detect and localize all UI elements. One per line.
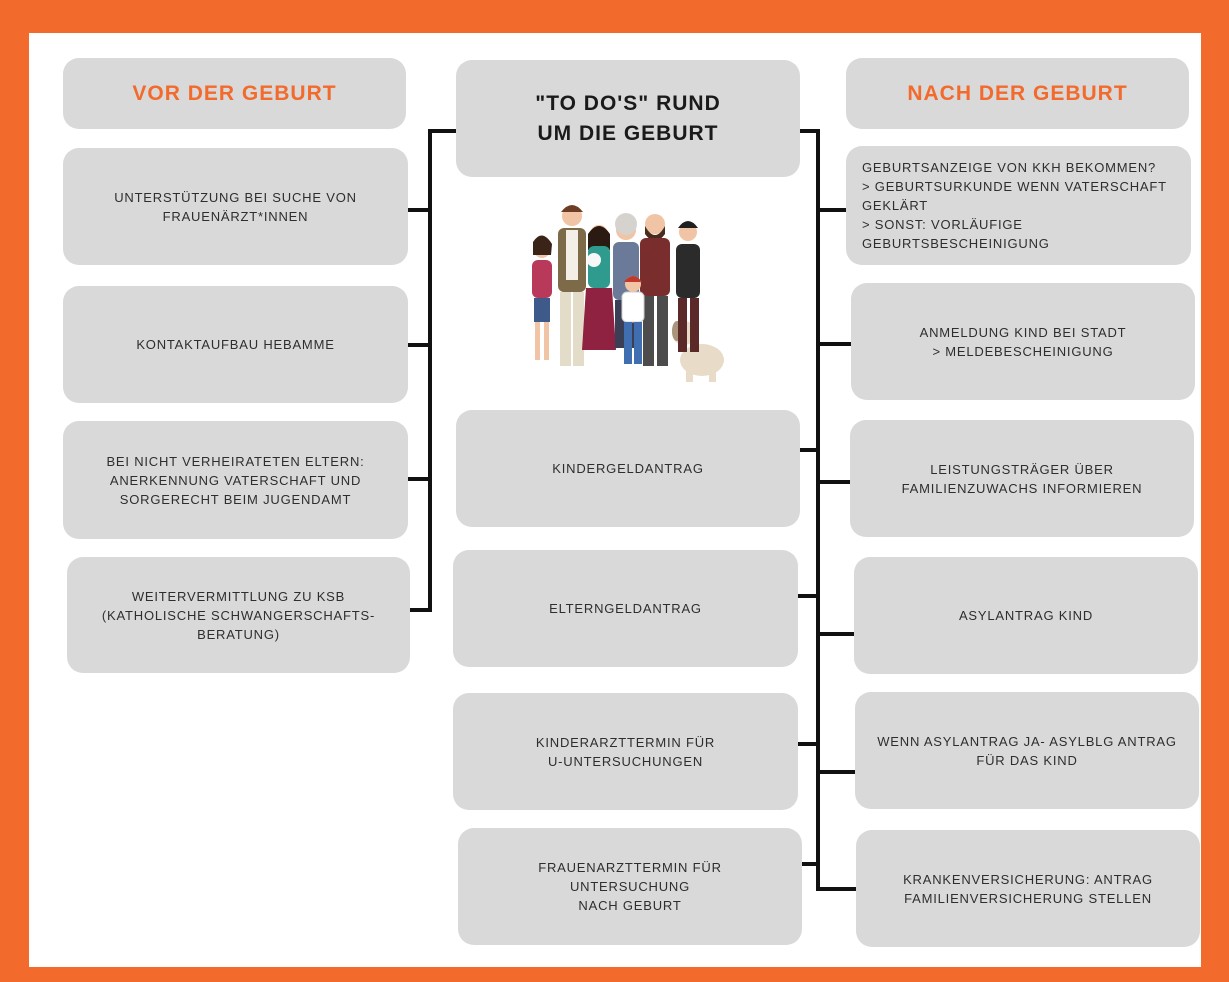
right-item-anmeldung: ANMELDUNG KIND BEI STADT > MELDEBESCHEIN… bbox=[851, 283, 1195, 400]
person-icon bbox=[582, 225, 616, 350]
center-item-frauenarzt-termin: FRAUENARZTTERMIN FÜR UNTERSUCHUNG NACH G… bbox=[458, 828, 802, 945]
left-item-hebamme: KONTAKTAUFBAU HEBAMME bbox=[63, 286, 408, 403]
connector-line bbox=[408, 477, 430, 481]
family-illustration bbox=[532, 205, 724, 382]
connector-line bbox=[816, 208, 848, 212]
connector-line bbox=[428, 129, 432, 612]
connector-line bbox=[799, 129, 820, 133]
person-icon bbox=[676, 221, 700, 352]
center-title: "TO DO'S" RUND UM DIE GEBURT bbox=[456, 60, 800, 177]
header-nach-der-geburt: NACH DER GEBURT bbox=[846, 58, 1189, 129]
person-icon bbox=[640, 214, 670, 366]
person-icon bbox=[532, 235, 552, 360]
connector-line bbox=[799, 448, 818, 452]
connector-line bbox=[797, 742, 818, 746]
center-item-elterngeld: ELTERNGELDANTRAG bbox=[453, 550, 798, 667]
person-icon bbox=[558, 205, 586, 366]
connector-line bbox=[797, 594, 818, 598]
right-item-leistungstraeger: LEISTUNGSTRÄGER ÜBER FAMILIENZUWACHS INF… bbox=[850, 420, 1194, 537]
right-item-geburtsanzeige: GEBURTSANZEIGE VON KKH BEKOMMEN? > GEBUR… bbox=[846, 146, 1191, 265]
connector-line bbox=[816, 887, 856, 891]
left-item-ksb: WEITERVERMITTLUNG ZU KSB (KATHOLISCHE SC… bbox=[67, 557, 410, 673]
right-item-krankenversicherung: KRANKENVERSICHERUNG: ANTRAG FAMILIENVERS… bbox=[856, 830, 1200, 947]
person-icon bbox=[621, 276, 645, 364]
center-item-kinderarzt: KINDERARZTTERMIN FÜR U-UNTERSUCHUNGEN bbox=[453, 693, 798, 810]
connector-line bbox=[408, 208, 430, 212]
connector-line bbox=[816, 129, 820, 891]
connector-line bbox=[410, 608, 432, 612]
connector-line bbox=[816, 632, 854, 636]
right-item-asylblg: WENN ASYLANTRAG JA- ASYLBLG ANTRAG FÜR D… bbox=[855, 692, 1199, 809]
connector-line bbox=[801, 862, 818, 866]
left-item-frauenarzt-suche: UNTERSTÜTZUNG BEI SUCHE VON FRAUENÄRZT*I… bbox=[63, 148, 408, 265]
right-item-asylantrag: ASYLANTRAG KIND bbox=[854, 557, 1198, 674]
connector-line bbox=[816, 480, 850, 484]
left-item-vaterschaft: BEI NICHT VERHEIRATETEN ELTERN: ANERKENN… bbox=[63, 421, 408, 539]
connector-line bbox=[408, 343, 430, 347]
header-vor-der-geburt: VOR DER GEBURT bbox=[63, 58, 406, 129]
center-item-kindergeld: KINDERGELDANTRAG bbox=[456, 410, 800, 527]
connector-line bbox=[428, 129, 456, 133]
connector-line bbox=[816, 342, 852, 346]
connector-line bbox=[816, 770, 856, 774]
